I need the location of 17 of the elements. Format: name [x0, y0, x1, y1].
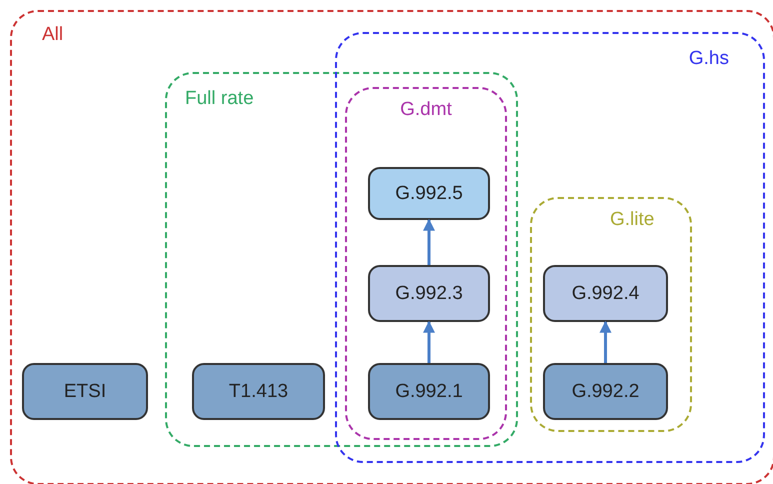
arrow: [423, 218, 435, 265]
group-label: G.lite: [610, 209, 654, 231]
group-label: Full rate: [185, 88, 254, 110]
group-label: G.hs: [688, 48, 729, 70]
standard-box: G.992.1: [368, 363, 490, 420]
standard-box: G.992.5: [368, 167, 490, 220]
group-outline: [345, 87, 507, 440]
standard-box: T1.413: [192, 363, 325, 420]
arrow: [423, 320, 435, 363]
group-outline: [530, 197, 692, 432]
standard-box: G.992.2: [543, 363, 668, 420]
standard-box: ETSI: [22, 363, 148, 420]
standard-box: G.992.3: [368, 265, 490, 322]
standard-box: G.992.4: [543, 265, 668, 322]
group-label: G.dmt: [399, 99, 453, 121]
group-label: All: [42, 24, 64, 46]
arrow: [600, 320, 612, 363]
